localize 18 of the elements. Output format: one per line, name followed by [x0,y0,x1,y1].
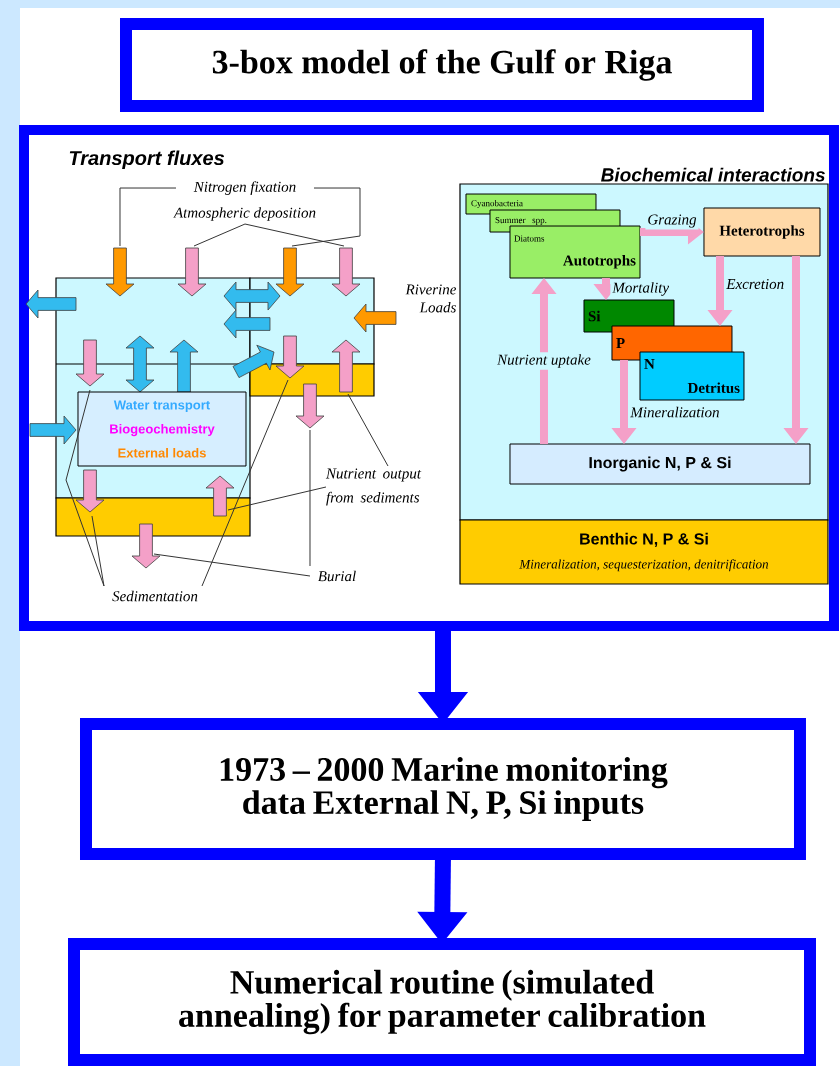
heading: Transport fluxes [69,150,225,170]
node-label: Biochemical interactions [601,167,825,182]
leader-line [244,223,345,247]
leader-line [227,486,327,511]
leader-line [347,393,389,467]
process-box: Inorganic N, P & Si [509,443,811,485]
leader-line [153,553,311,577]
leader-line [193,223,246,247]
leader-line [309,429,311,567]
leader-line [291,187,361,247]
leader-line [91,515,105,587]
leader-line [119,187,177,247]
model-panel [19,125,839,631]
leader-line [201,379,289,587]
leader-line [65,389,105,587]
title-box: 3-box model of the Gulf or Riga [120,18,764,112]
process-box: Numerical routine (simulated annealing) for parameter calibration [68,938,816,1066]
process-box: 1973 – 2000 Marine monitoring data External N, P, Si inputs [80,718,806,860]
